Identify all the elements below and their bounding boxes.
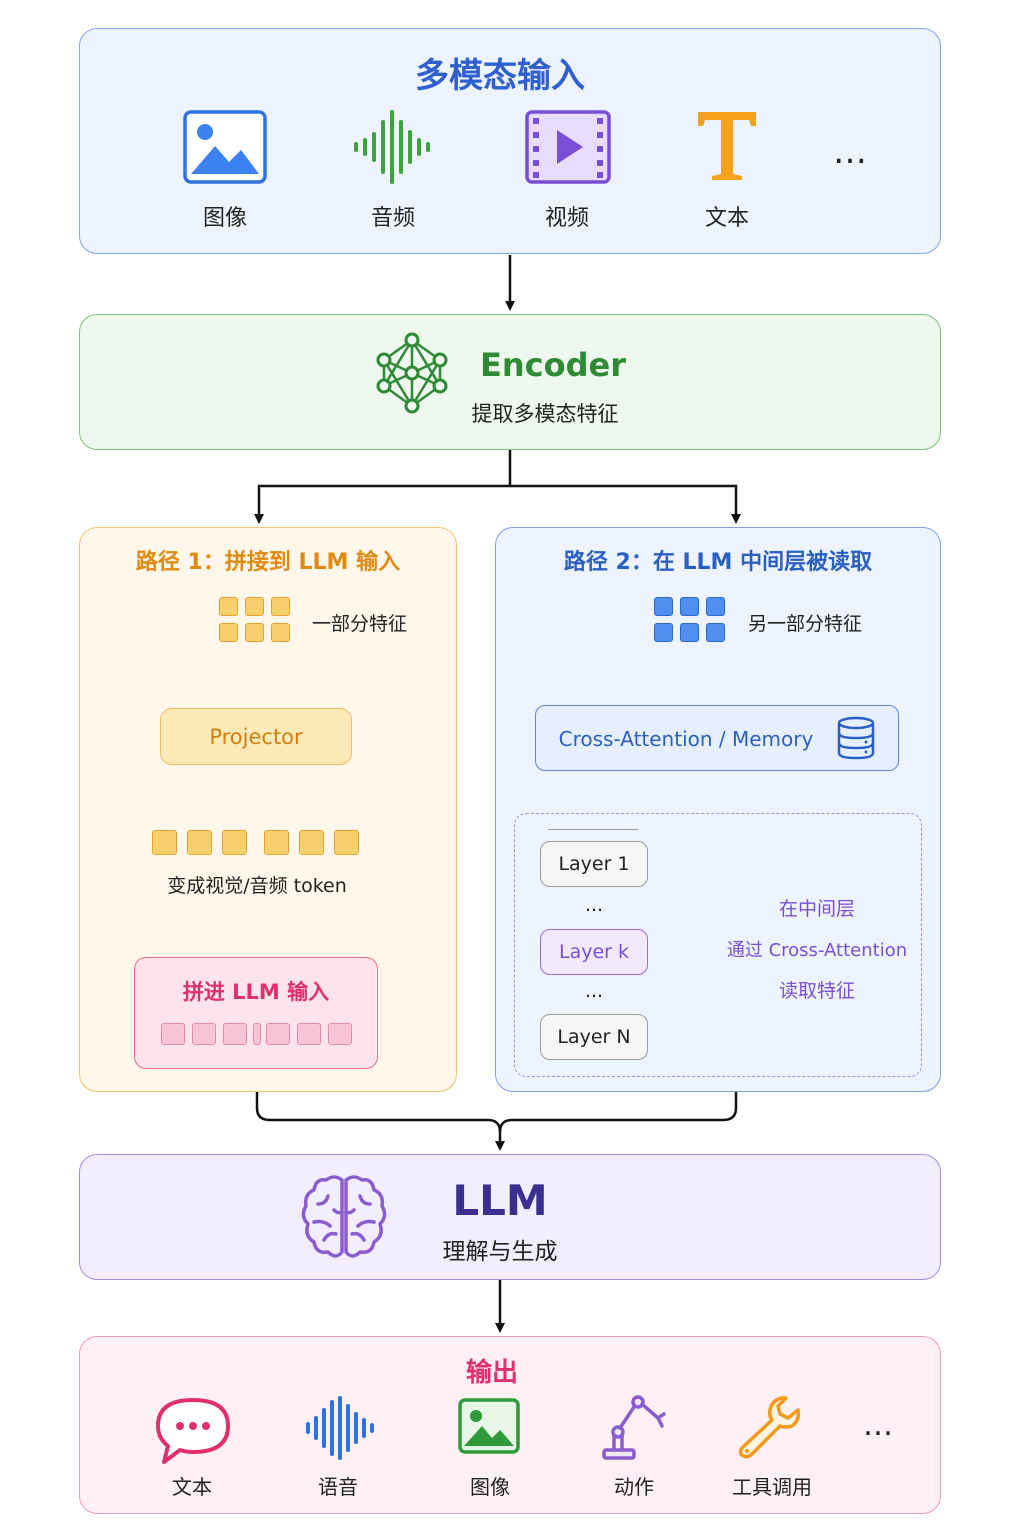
image-icon — [183, 110, 267, 184]
llm-subtitle: 理解与生成 — [442, 1239, 558, 1265]
output-label-tool-call: 工具调用 — [732, 1475, 812, 1499]
encoder-title: Encoder — [480, 346, 626, 384]
neural-network-icon — [376, 332, 448, 414]
voice-wave-icon — [306, 1396, 374, 1460]
layer-1-box: Layer 1 — [540, 841, 648, 887]
robot-arm-icon — [602, 1395, 666, 1460]
audio-wave-icon — [354, 110, 430, 184]
database-icon — [837, 716, 875, 760]
chat-bubble-icon — [156, 1398, 230, 1464]
cross-attention-memory-label: Cross-Attention / Memory — [558, 727, 814, 751]
output-label-voice: 语音 — [318, 1475, 358, 1499]
path2-title: 路径 2：在 LLM 中间层被读取 — [563, 550, 873, 575]
input-title: 多模态输入 — [415, 56, 585, 96]
input-label-video: 视频 — [544, 206, 589, 231]
path1-features-label: 一部分特征 — [312, 613, 408, 635]
path1-title: 路径 1：拼接到 LLM 输入 — [135, 550, 401, 575]
output-more-ellipsis: … — [863, 1408, 893, 1443]
path2-panel — [495, 527, 941, 1092]
output-label-action: 动作 — [614, 1475, 654, 1499]
input-label-image: 图像 — [202, 206, 247, 231]
input-label-audio: 音频 — [370, 206, 415, 231]
cross-attention-note-line2: 通过 Cross-Attention — [726, 940, 908, 961]
output-label-image: 图像 — [470, 1475, 510, 1499]
cross-attention-note-line3: 读取特征 — [778, 980, 855, 1002]
path2-features-label: 另一部分特征 — [748, 613, 863, 635]
path1-tokens-label: 变成视觉/音频 token — [167, 875, 347, 897]
layer-n-box: Layer N — [540, 1014, 648, 1060]
layer-stack-top-line — [548, 829, 638, 830]
cross-attention-note-line1: 在中间层 — [778, 898, 855, 920]
encoder-subtitle: 提取多模态特征 — [471, 402, 619, 426]
wrench-icon — [738, 1396, 801, 1459]
image-icon — [458, 1398, 520, 1454]
input-more-ellipsis: … — [833, 132, 867, 172]
concat-llm-input-box — [134, 957, 378, 1069]
layer-k-box: Layer k — [540, 929, 648, 975]
output-label-text: 文本 — [172, 1475, 212, 1499]
layer-ellipsis-1: ... — [584, 894, 604, 916]
llm-panel — [79, 1154, 941, 1280]
encoder-panel — [79, 314, 941, 450]
brain-icon — [301, 1175, 387, 1258]
concat-llm-input-label: 拼进 LLM 输入 — [182, 980, 330, 1004]
video-icon — [525, 110, 611, 184]
layer-ellipsis-2: ... — [584, 980, 604, 1002]
llm-layers-dashed-region — [514, 813, 922, 1077]
projector-box: Projector — [160, 708, 352, 765]
text-t-icon — [698, 112, 756, 180]
input-label-text: 文本 — [704, 206, 749, 231]
llm-title: LLM — [452, 1176, 548, 1225]
output-title: 输出 — [465, 1358, 518, 1388]
